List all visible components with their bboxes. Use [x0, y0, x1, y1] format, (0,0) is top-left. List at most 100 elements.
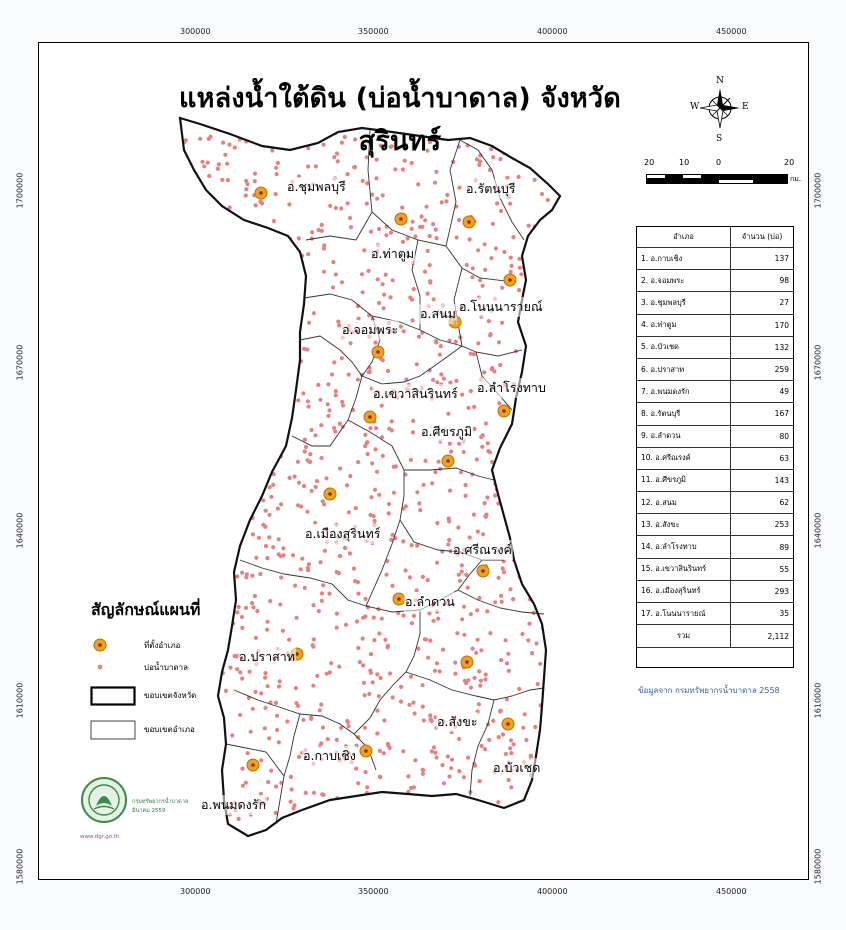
well-point — [384, 224, 389, 229]
well-point — [339, 140, 344, 145]
well-point — [461, 604, 467, 609]
well-point — [274, 713, 280, 718]
well-point — [322, 502, 327, 507]
well-point — [267, 512, 272, 517]
well-point — [287, 475, 292, 480]
well-point — [201, 776, 206, 781]
well-point — [408, 457, 413, 462]
legend-label-province-boundary: ขอบเขตจังหวัด — [144, 690, 197, 700]
well-point — [356, 781, 361, 786]
well-point — [345, 483, 350, 488]
well-point — [425, 291, 430, 296]
well-point — [539, 806, 544, 811]
well-point — [180, 163, 184, 168]
well-point — [521, 482, 526, 487]
well-point — [544, 569, 549, 574]
well-point — [333, 393, 338, 398]
well-point — [261, 421, 266, 426]
well-point — [431, 745, 437, 750]
well-point — [496, 465, 501, 470]
well-point — [470, 266, 475, 271]
well-point — [427, 263, 432, 268]
well-point — [430, 481, 435, 486]
well-point — [214, 707, 219, 712]
well-point — [535, 781, 540, 786]
well-point — [509, 263, 514, 268]
well-point — [527, 621, 532, 626]
well-point — [317, 708, 322, 713]
well-point — [196, 637, 201, 642]
well-point — [220, 177, 225, 182]
well-point — [433, 227, 438, 232]
well-point — [321, 246, 327, 251]
well-point — [374, 806, 379, 811]
well-point — [244, 575, 249, 580]
well-point — [197, 706, 202, 711]
well-point — [310, 230, 315, 235]
well-point — [371, 514, 376, 519]
well-point — [311, 311, 316, 316]
well-point — [471, 806, 476, 811]
well-point — [332, 360, 337, 365]
table-cell-count: 27 — [730, 291, 794, 315]
well-point — [411, 700, 416, 705]
well-point — [390, 695, 395, 700]
well-point — [255, 482, 260, 487]
well-point — [180, 498, 184, 503]
well-point — [197, 293, 202, 298]
well-point — [435, 521, 440, 526]
well-point — [375, 816, 380, 821]
well-point — [346, 724, 351, 729]
well-point — [549, 809, 554, 814]
grid-x-top-2: 350000 — [358, 27, 389, 36]
well-point — [365, 181, 370, 186]
well-point — [466, 817, 472, 822]
well-point — [517, 256, 522, 261]
well-point — [416, 334, 422, 339]
table-total-value: 2,112 — [730, 624, 794, 649]
well-point — [541, 225, 547, 230]
well-point — [369, 495, 374, 500]
well-point — [374, 426, 379, 431]
district-label-sanom: อ.สนม — [419, 304, 457, 324]
well-point — [403, 568, 408, 573]
table-row: 10. อ.ศรีณรงค์63 — [635, 446, 794, 470]
well-point — [211, 737, 216, 742]
well-point — [508, 492, 513, 497]
well-point — [522, 712, 527, 717]
well-point — [485, 441, 490, 446]
well-point — [345, 801, 350, 806]
well-point — [262, 726, 267, 731]
well-point — [274, 165, 279, 170]
well-point — [368, 426, 373, 431]
table-cell-count: 143 — [730, 468, 794, 493]
district-boundary-line — [399, 519, 504, 561]
well-point — [183, 370, 189, 375]
well-point — [301, 717, 306, 723]
well-point — [251, 605, 256, 610]
well-point — [292, 271, 297, 276]
well-point — [456, 572, 461, 577]
well-point — [326, 413, 331, 418]
well-point — [531, 794, 536, 799]
well-point — [276, 552, 281, 557]
well-point — [422, 637, 427, 642]
well-point — [194, 522, 199, 527]
well-point — [368, 652, 374, 657]
well-point — [401, 749, 406, 754]
well-point — [348, 809, 353, 815]
well-point — [213, 547, 218, 552]
well-point — [200, 634, 205, 639]
well-point — [533, 724, 538, 730]
well-point — [483, 421, 488, 426]
well-point — [223, 295, 228, 300]
well-point — [267, 535, 272, 540]
well-point — [334, 737, 339, 743]
table-cell-count: 253 — [730, 513, 794, 537]
well-point — [428, 638, 433, 643]
well-point — [301, 484, 307, 489]
well-point — [184, 449, 189, 454]
well-point — [420, 771, 426, 776]
well-point — [437, 352, 442, 357]
